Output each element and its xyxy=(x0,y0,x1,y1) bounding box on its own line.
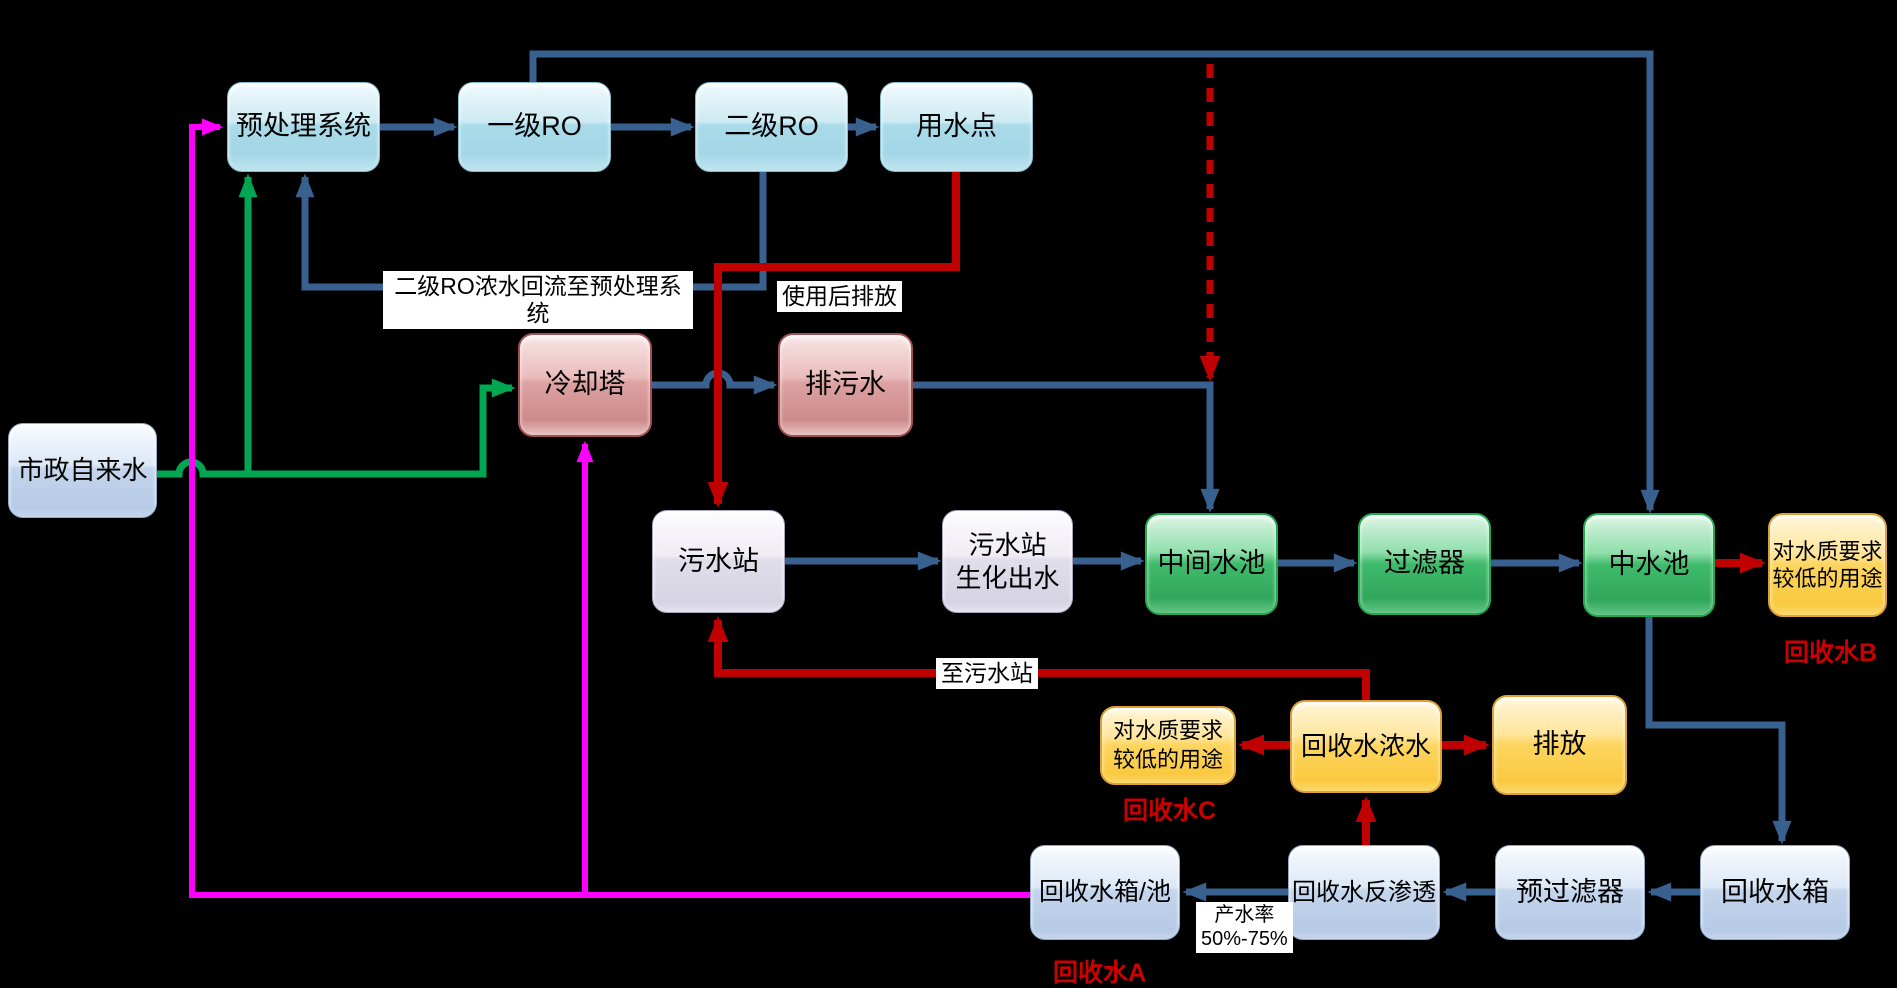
edge-ro2-concentrate-return xyxy=(295,172,767,291)
edge-concentrate-to-sewage xyxy=(707,616,1370,700)
node-ro-stage2: 二级RO xyxy=(695,82,848,172)
caption-recycled-water-c: 回收水C xyxy=(1123,797,1217,825)
label-water-yield-rate: 产水率 50%-75% xyxy=(1196,902,1293,954)
label-ro2-concentrate-return: 二级RO浓水回流至预处理系统 xyxy=(383,271,693,330)
node-low-quality-use-c: 对水质要求 较低的用途 xyxy=(1100,706,1236,785)
node-intermediate-pool: 中间水池 xyxy=(1145,513,1278,615)
edge-reclaimed-pool-to-recycle-tank xyxy=(1645,617,1792,845)
node-low-quality-use-b: 对水质要求 较低的用途 xyxy=(1768,513,1887,617)
node-blowdown-water: 排污水 xyxy=(778,333,913,437)
caption-recycled-water-b: 回收水B xyxy=(1784,639,1878,667)
node-recycle-reverse-osmosis: 回收水反渗透 xyxy=(1288,845,1440,940)
node-cooling-tower: 冷却塔 xyxy=(518,333,652,437)
label-to-sewage-station: 至污水站 xyxy=(936,658,1038,690)
node-filter: 过滤器 xyxy=(1358,513,1491,615)
node-municipal-water: 市政自来水 xyxy=(8,423,157,518)
edge-use-point-to-sewage xyxy=(707,172,960,508)
edge-recycle-a-to-pretreatment xyxy=(189,118,1030,898)
node-discharge: 排放 xyxy=(1492,695,1627,795)
node-sewage-station: 污水站 xyxy=(652,510,785,613)
node-recycled-concentrate: 回收水浓水 xyxy=(1290,700,1442,793)
edge-municipal-to-cooling-tower xyxy=(157,378,516,478)
node-sewage-bio-effluent: 污水站 生化出水 xyxy=(942,510,1073,613)
caption-recycled-water-a: 回收水A xyxy=(1053,959,1147,987)
node-pretreatment: 预处理系统 xyxy=(227,82,380,172)
node-reclaimed-water-pool: 中水池 xyxy=(1583,513,1715,617)
node-recycle-tank: 回收水箱 xyxy=(1700,845,1850,940)
node-ro-stage1: 一级RO xyxy=(458,82,611,172)
node-prefilter: 预过滤器 xyxy=(1495,845,1645,940)
edge-cooling-tower-to-blowdown xyxy=(652,369,778,395)
node-recycle-tank-pool: 回收水箱/池 xyxy=(1030,845,1180,940)
label-discharge-after-use: 使用后排放 xyxy=(777,281,902,313)
edge-ro1-top-to-reclaimed-pool xyxy=(529,50,1660,514)
edge-blowdown-to-intermediate-pool xyxy=(913,381,1220,513)
node-water-use-point: 用水点 xyxy=(880,82,1033,172)
